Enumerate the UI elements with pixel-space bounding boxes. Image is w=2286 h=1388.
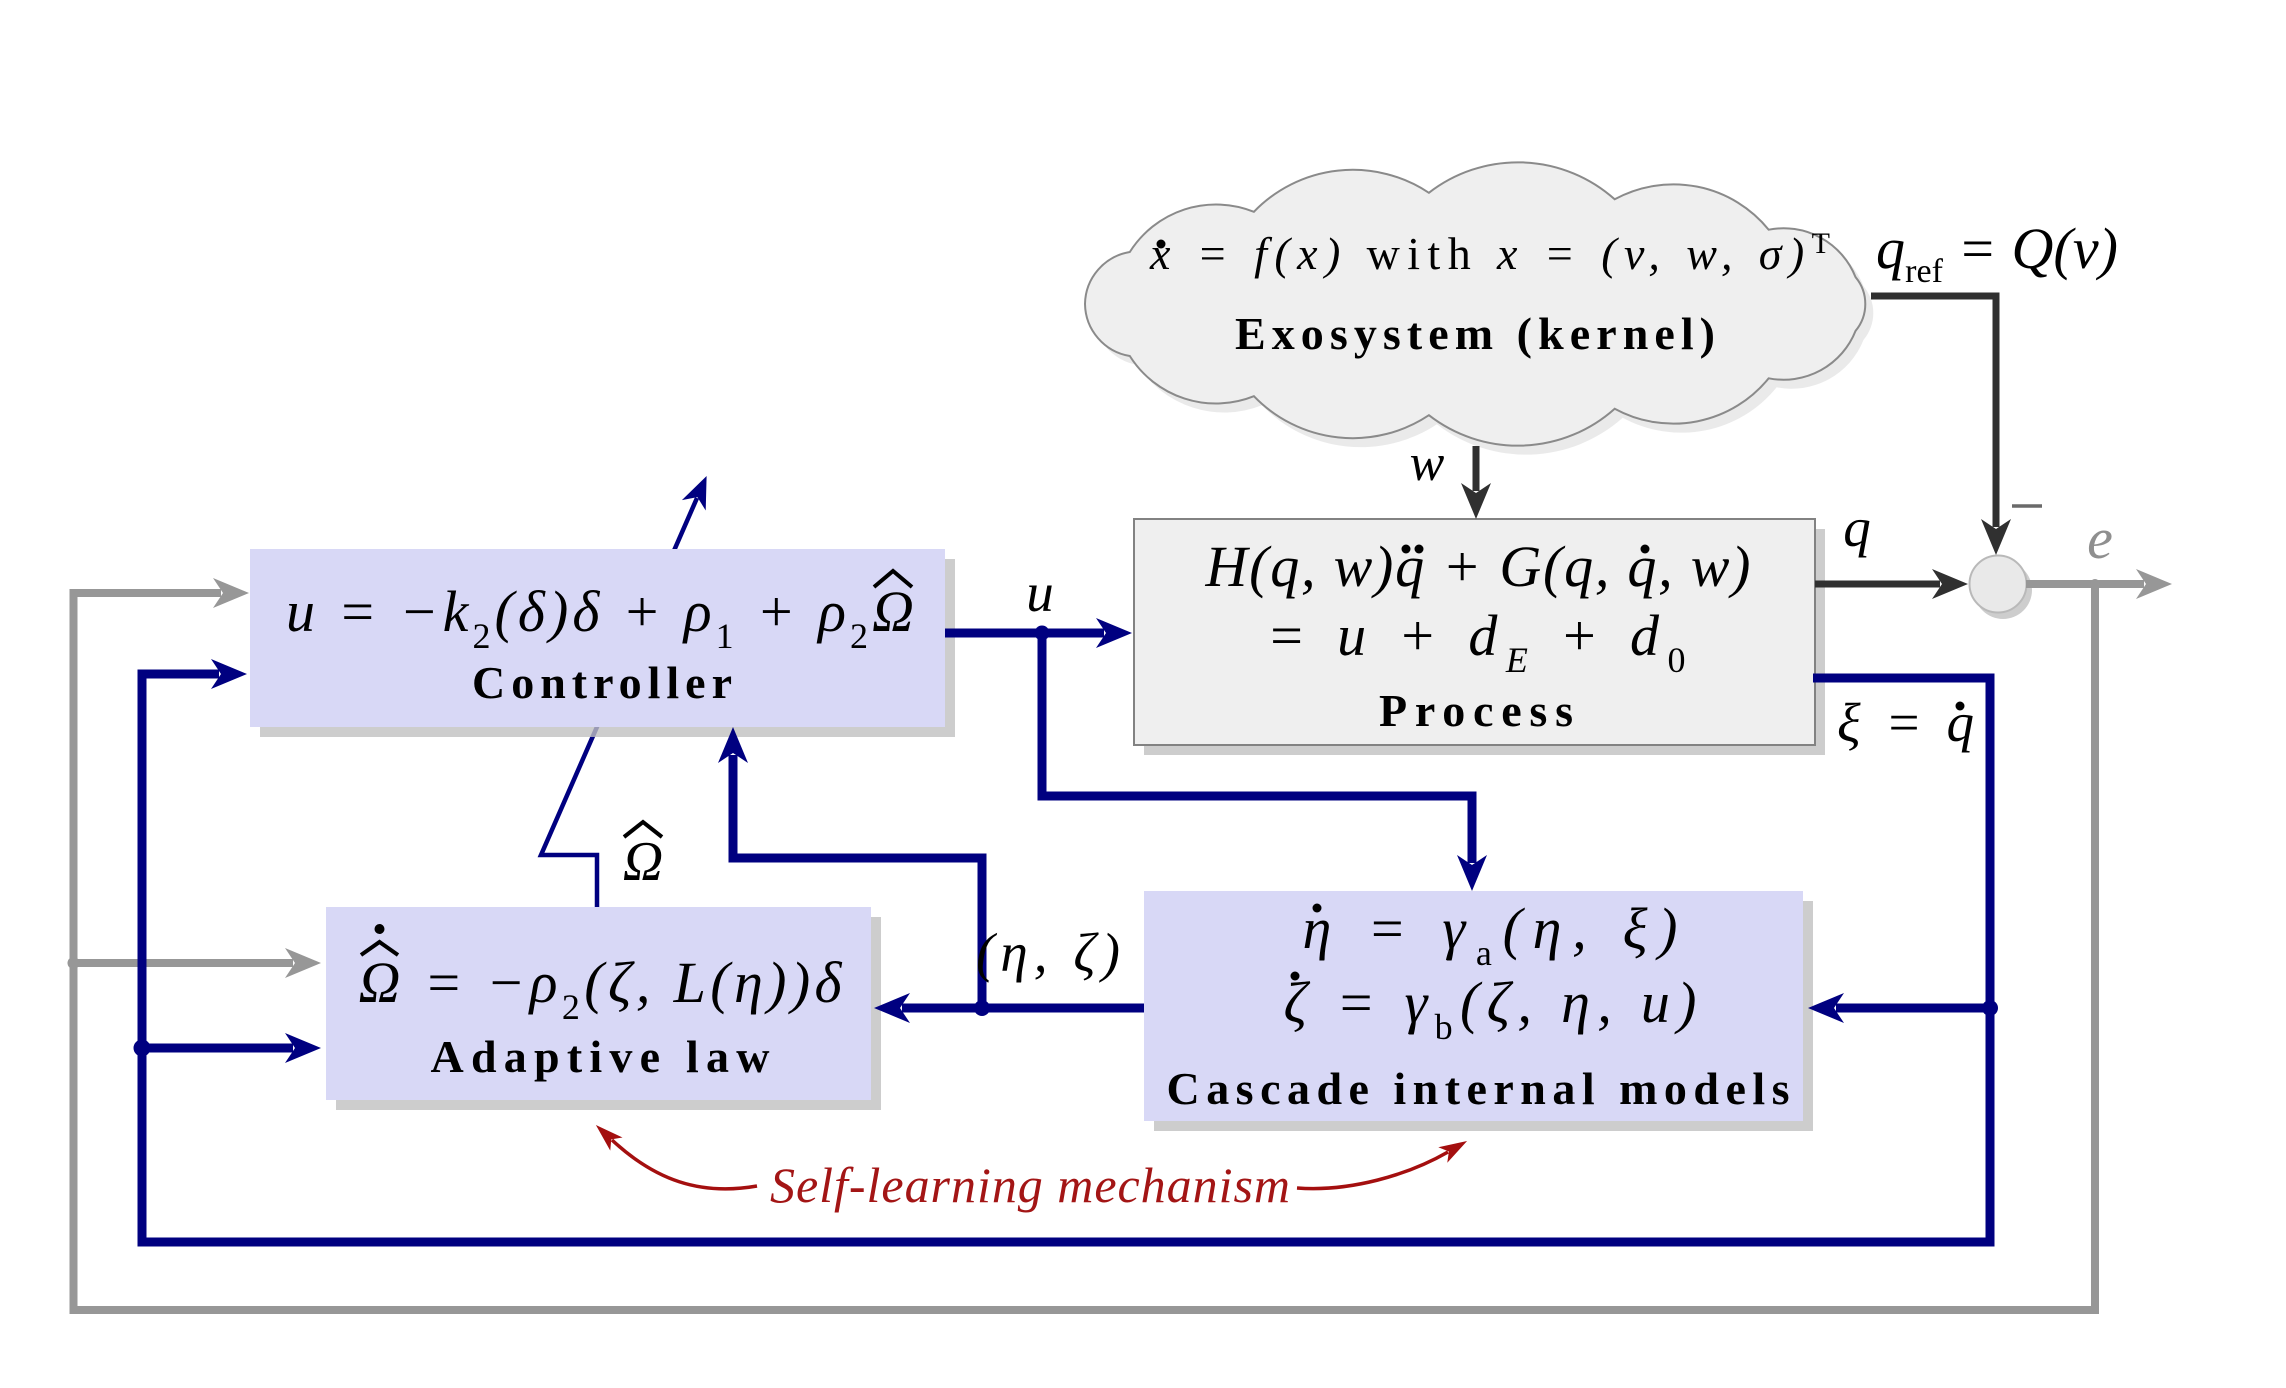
svg-text:H(q, w)q + G(q, q, w): H(q, w)q + G(q, q, w)	[1205, 534, 1751, 599]
svg-text:q: q	[1843, 497, 1871, 558]
svg-text:Controller: Controller	[472, 657, 732, 708]
svg-text:Cascade internal models: Cascade internal models	[1167, 1063, 1790, 1114]
svg-text:Self-learning mechanism: Self-learning mechanism	[770, 1157, 1290, 1213]
svg-text:Exosystem (kernel): Exosystem (kernel)	[1235, 308, 1715, 359]
svg-text:ζ = γb(ζ, η, u): ζ = γb(ζ, η, u)	[1284, 970, 1697, 1047]
svg-text:Ω = −ρ2(ζ, L(η))δ: Ω = −ρ2(ζ, L(η))δ	[359, 950, 843, 1027]
svg-text:u = −k2(δ)δ + ρ1 + ρ2Ω: u = −k2(δ)δ + ρ1 + ρ2Ω	[286, 579, 914, 656]
svg-text:Adaptive law: Adaptive law	[431, 1031, 770, 1082]
svg-text:ξ = q: ξ = q	[1837, 692, 1974, 753]
svg-text:w: w	[1410, 435, 1445, 492]
svg-text:qref = Q(v): qref = Q(v)	[1876, 216, 2118, 290]
svg-text:Ω: Ω	[623, 831, 664, 893]
svg-text:u: u	[1026, 562, 1054, 623]
svg-text:e: e	[2087, 506, 2113, 571]
